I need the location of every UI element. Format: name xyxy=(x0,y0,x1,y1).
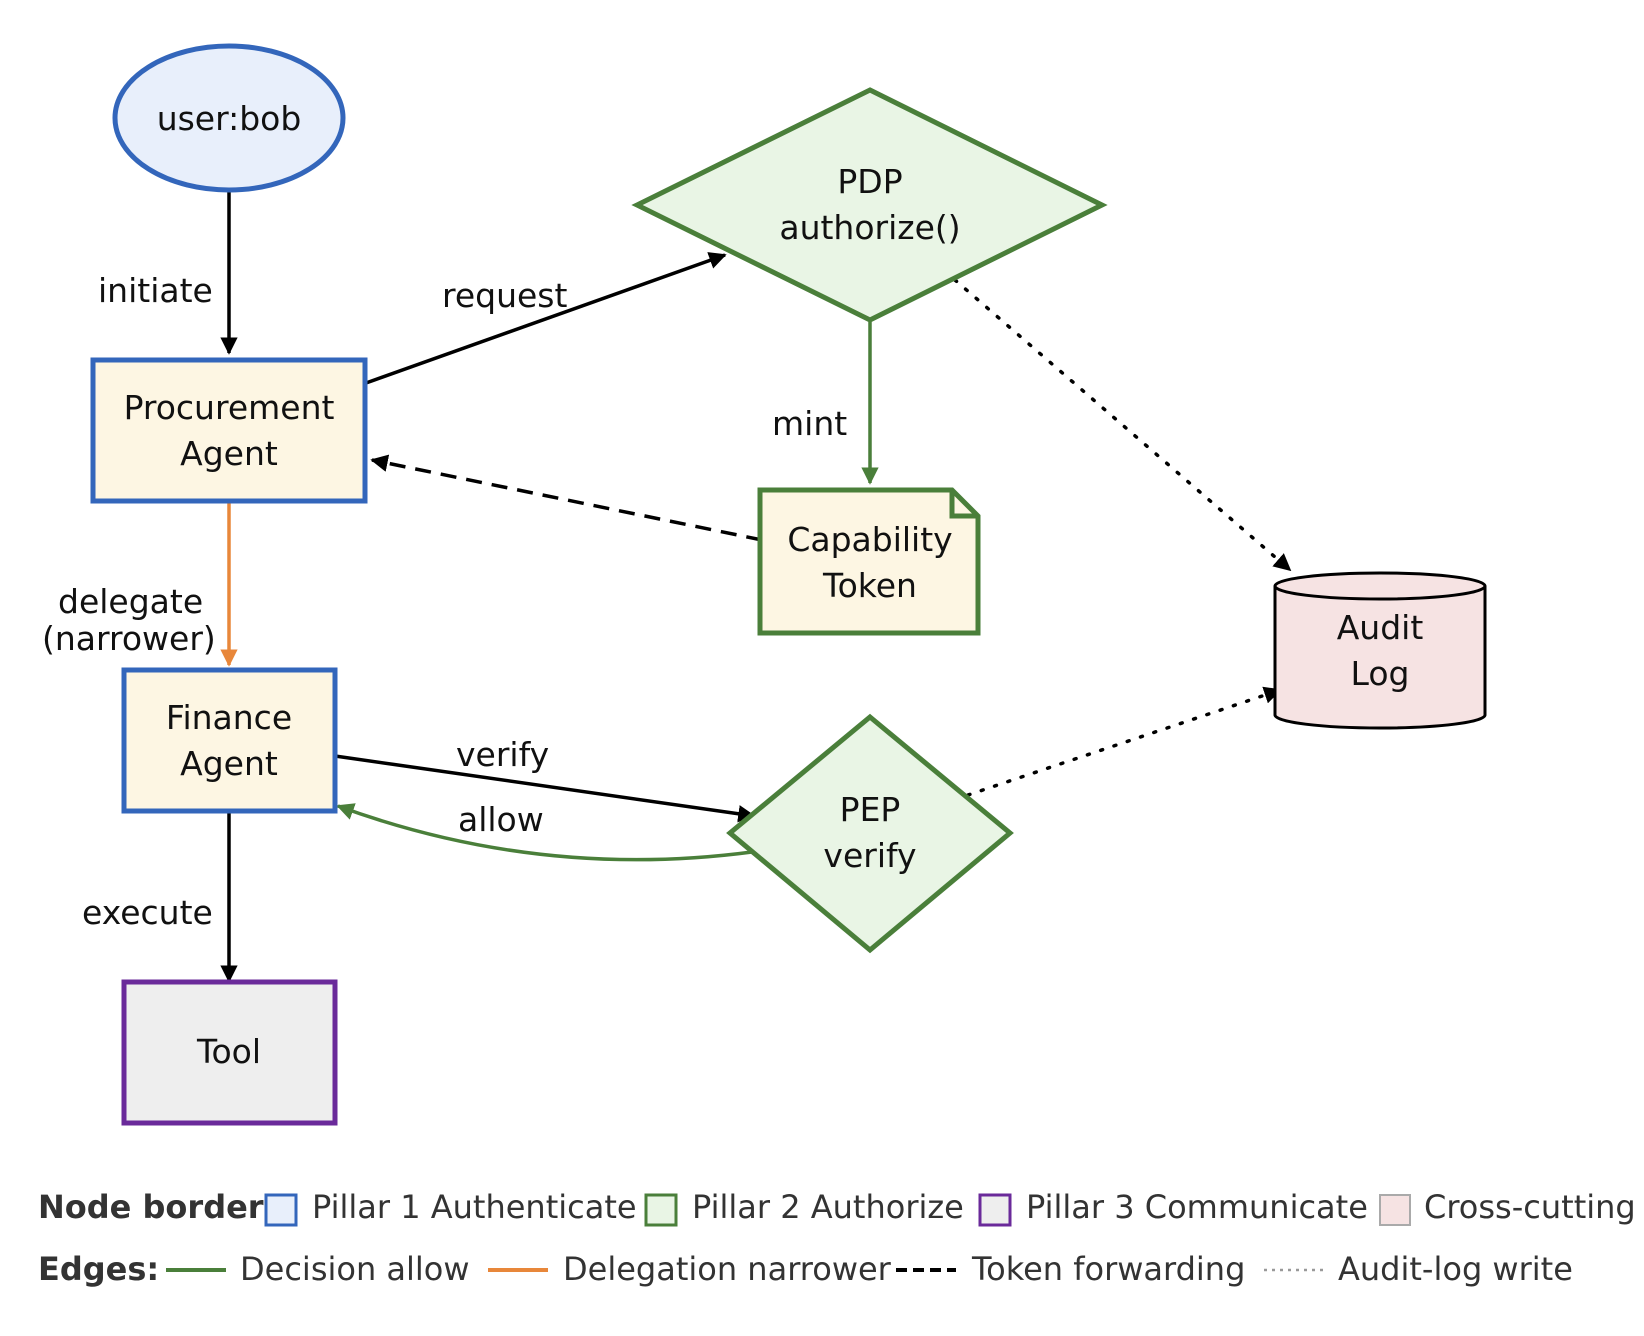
legend-swatch-pillar1 xyxy=(264,1193,298,1227)
legend: Node border: Pillar 1 Authenticate Pilla… xyxy=(38,1188,1636,1288)
node-pep-line1: PEP xyxy=(840,790,901,829)
node-user-label: user:bob xyxy=(157,99,302,138)
node-token-line1: Capability xyxy=(787,520,952,559)
edge-label-verify: verify xyxy=(456,735,549,774)
edge-label-delegate-line1: delegate xyxy=(58,582,203,621)
legend-edges-heading: Edges: xyxy=(38,1250,159,1288)
node-tool-label: Tool xyxy=(196,1032,261,1071)
node-procurement-line1: Procurement xyxy=(124,388,335,427)
node-user: user:bob xyxy=(112,43,346,193)
edge-token-forwarding xyxy=(370,454,763,542)
node-procurement-line2: Agent xyxy=(180,434,278,473)
edge-label-execute: execute xyxy=(82,893,213,932)
edge-label-initiate: initiate xyxy=(98,271,213,310)
node-audit-line2: Log xyxy=(1351,654,1410,693)
legend-decision-allow: Decision allow xyxy=(240,1250,470,1288)
legend-delegation-narrower: Delegation narrower xyxy=(563,1250,892,1288)
legend-audit-log-write: Audit-log write xyxy=(1338,1250,1573,1288)
node-pep-line2: verify xyxy=(823,836,916,875)
legend-pillar3: Pillar 3 Communicate xyxy=(1026,1188,1368,1226)
node-pep: PEP verify xyxy=(726,713,1014,954)
node-pdp-line1: PDP xyxy=(837,162,902,201)
node-capability-token: Capability Token xyxy=(757,487,981,636)
node-token-line2: Token xyxy=(822,566,917,605)
legend-token-forwarding: Token forwarding xyxy=(971,1250,1245,1288)
node-finance-agent: Finance Agent xyxy=(121,667,338,814)
legend-swatch-pillar3 xyxy=(978,1193,1012,1227)
edge-audit-from-pdp xyxy=(953,278,1292,572)
node-pdp-line2: authorize() xyxy=(779,208,960,247)
legend-pillar2: Pillar 2 Authorize xyxy=(692,1188,964,1226)
legend-swatch-pillar2 xyxy=(644,1193,678,1227)
edge-label-delegate-line2: (narrower) xyxy=(42,619,216,658)
node-finance-line2: Agent xyxy=(180,744,278,783)
edge-audit-from-pep xyxy=(966,686,1282,797)
node-audit-log: Audit Log xyxy=(1273,571,1487,730)
edge-request xyxy=(365,252,727,385)
node-finance-line1: Finance xyxy=(166,698,292,737)
legend-cross-cutting: Cross-cutting xyxy=(1424,1188,1636,1226)
legend-pillar1: Pillar 1 Authenticate xyxy=(312,1188,637,1226)
node-tool: Tool xyxy=(121,979,338,1126)
edge-label-request: request xyxy=(442,276,568,315)
node-audit-line1: Audit xyxy=(1337,608,1424,647)
legend-swatch-cross-cutting xyxy=(1379,1194,1411,1226)
edge-verify xyxy=(334,754,756,823)
legend-node-border-heading: Node border: xyxy=(38,1188,276,1226)
edge-allow xyxy=(336,803,753,862)
edge-label-allow: allow xyxy=(458,800,544,839)
node-procurement-agent: Procurement Agent xyxy=(90,357,368,504)
edge-label-mint: mint xyxy=(772,404,847,443)
node-pdp: PDP authorize() xyxy=(631,87,1108,323)
